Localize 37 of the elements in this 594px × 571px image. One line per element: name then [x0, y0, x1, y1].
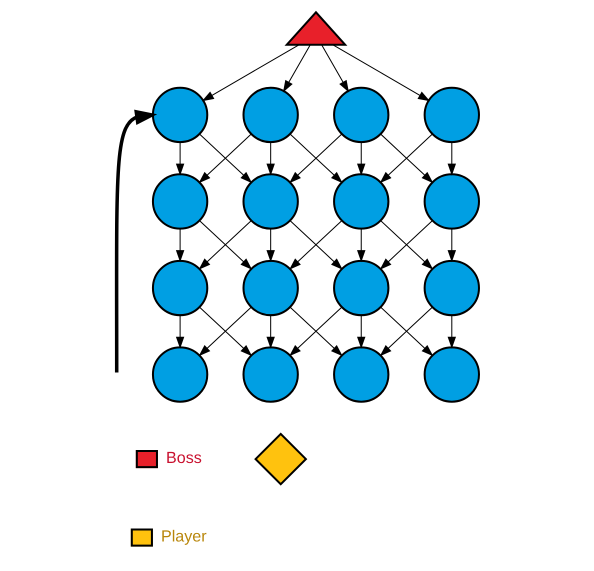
- node-circle: [423, 173, 480, 230]
- node-circle: [242, 173, 298, 230]
- node-circle: [423, 86, 480, 144]
- arrow: [332, 44, 430, 102]
- node-circle: [423, 346, 480, 403]
- node-circle: [151, 346, 208, 403]
- node-circle: [332, 260, 389, 316]
- node-circle: [332, 173, 389, 230]
- legend-label: Player: [160, 527, 206, 546]
- node-circle: [242, 86, 298, 144]
- arrow: [447, 228, 456, 262]
- node-circle: [151, 260, 208, 316]
- arrow: [356, 315, 365, 349]
- arrow: [447, 315, 456, 349]
- node-diamond: [254, 432, 307, 486]
- arrow: [266, 228, 274, 262]
- arrow: [356, 228, 365, 262]
- node-circle: [423, 260, 480, 316]
- arrow: [175, 142, 184, 176]
- node-circle: [242, 346, 298, 403]
- arrow: [320, 44, 348, 92]
- node-circle: [151, 86, 208, 144]
- arrow: [356, 142, 365, 176]
- arrow: [447, 142, 456, 176]
- legend-label: Boss: [166, 448, 202, 467]
- arrow: [175, 228, 184, 262]
- arrow: [114, 110, 157, 373]
- node-circle: [332, 346, 389, 403]
- arrow: [266, 142, 274, 176]
- arrow: [201, 44, 299, 102]
- node-circle: [151, 173, 208, 230]
- node-circle: [242, 260, 298, 316]
- arrow: [282, 44, 310, 92]
- node-circle: [332, 86, 389, 144]
- arrow: [266, 315, 274, 349]
- node-triangle: [284, 10, 347, 46]
- arrow: [175, 315, 184, 349]
